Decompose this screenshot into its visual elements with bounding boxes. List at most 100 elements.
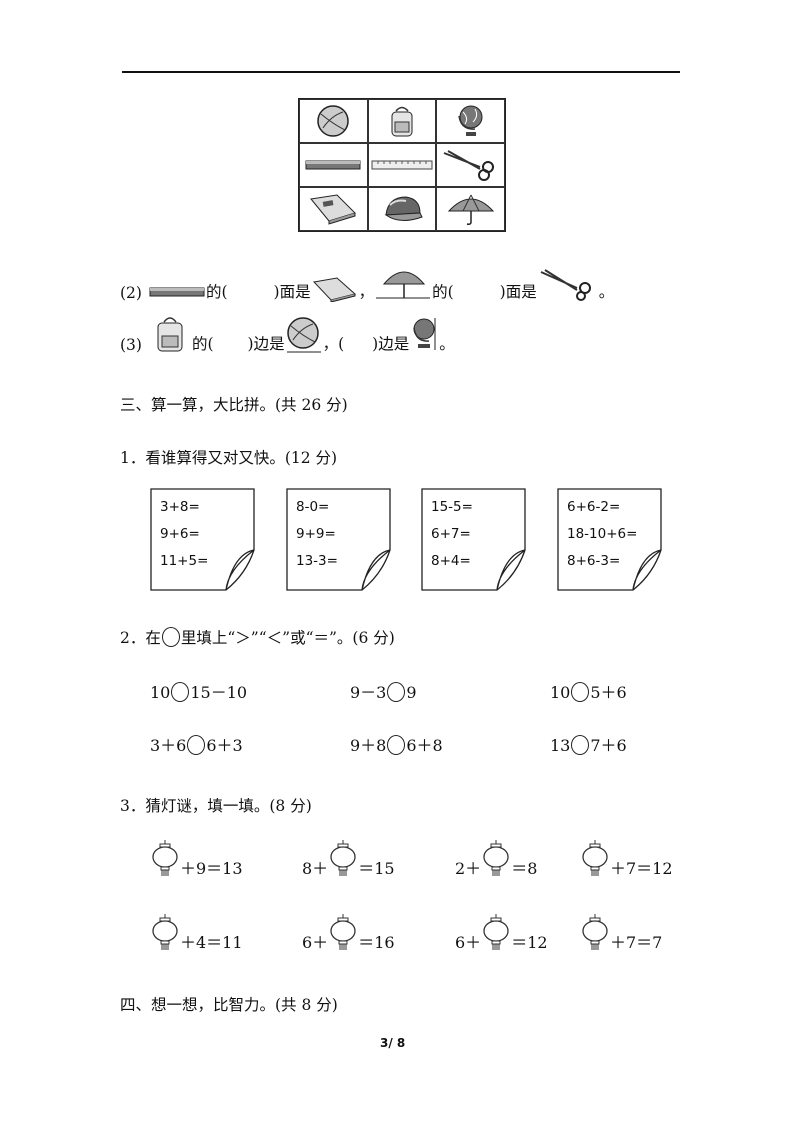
equation-suffix: ＝15 <box>358 859 395 878</box>
circle-icon <box>161 627 180 647</box>
equation-suffix: ＝8 <box>511 859 538 878</box>
lantern-equation: ＋4＝11 <box>150 914 243 953</box>
page-number: 3/ 8 <box>380 1036 406 1050</box>
scissors-icon <box>436 143 505 187</box>
lantern-icon[interactable] <box>328 914 358 952</box>
backpack-icon <box>157 317 183 352</box>
globe-icon <box>413 318 436 350</box>
left-operand: 10 <box>150 683 171 702</box>
text-de: 的( <box>432 283 454 301</box>
calc-expression: 13-3= <box>296 553 338 569</box>
answer-circle[interactable] <box>171 682 190 702</box>
lantern-icon[interactable] <box>481 914 511 952</box>
calc-expression: 11+5= <box>160 553 209 569</box>
right-operand: 15－10 <box>190 683 248 702</box>
equation-suffix: ＋4＝11 <box>180 933 243 952</box>
left-operand: 9＋8 <box>350 736 387 755</box>
left-operand: 13 <box>550 736 571 755</box>
text-mian: )面是 <box>499 283 537 301</box>
compare-expression: 10 5＋6 <box>550 679 627 703</box>
left-operand: 9－3 <box>350 683 387 702</box>
top-rule <box>122 71 680 73</box>
umbrella-icon <box>436 187 505 231</box>
calc-expression: 8-0= <box>296 499 330 515</box>
calc-card: 15-5=6+7=8+4= <box>421 488 526 591</box>
cap-icon <box>367 187 437 231</box>
text-comma: ， <box>358 283 375 301</box>
picture-grid <box>298 98 506 232</box>
answer-circle[interactable] <box>571 735 590 755</box>
lantern-icon[interactable] <box>580 914 610 952</box>
measuring-ruler-icon <box>367 143 437 187</box>
question-2-line: (2) 的( )面是 ， 的( )面是 。 <box>120 262 614 302</box>
text-mian: )面是 <box>273 283 311 301</box>
curled-note-icon <box>286 488 391 591</box>
ruler-icon <box>149 287 205 297</box>
calc-expression: 15-5= <box>431 499 473 515</box>
equation-prefix: 6＋ <box>455 933 482 952</box>
answer-circle[interactable] <box>387 735 406 755</box>
compare-expression: 9－3 9 <box>350 679 417 703</box>
calc-expression: 9+9= <box>296 526 336 542</box>
right-operand: 5＋6 <box>590 683 627 702</box>
answer-circle[interactable] <box>387 682 406 702</box>
text-bian: )边是 <box>372 335 410 353</box>
lantern-icon[interactable] <box>150 914 180 952</box>
scissors-icon <box>540 269 591 301</box>
calc-expression: 6+6-2= <box>567 499 621 515</box>
answer-circle[interactable] <box>187 735 206 755</box>
equation-prefix: 2＋ <box>455 859 482 878</box>
lantern-equation: 6＋ ＝12 <box>455 914 548 953</box>
equation-suffix: ＋7＝12 <box>610 859 673 878</box>
globe-icon <box>436 99 505 143</box>
lantern-equation: 6＋ ＝16 <box>302 914 395 953</box>
lantern-icon[interactable] <box>481 840 511 878</box>
question-3-line: (3) 的( )边是 ，( )边是 。 <box>120 312 455 354</box>
part-3-title: 3．猜灯谜，填一填。(8 分) <box>120 797 312 815</box>
right-operand: 9 <box>406 683 417 702</box>
lantern-icon[interactable] <box>580 840 610 878</box>
compare-expression: 3＋6 6＋3 <box>150 732 243 756</box>
equation-suffix: ＋7＝7 <box>610 933 663 952</box>
answer-circle[interactable] <box>571 682 590 702</box>
question-number: (3) <box>120 336 142 354</box>
calc-card: 3+8= 9+6= 11+5= <box>150 488 255 591</box>
left-operand: 10 <box>550 683 571 702</box>
part-2-title: 2．在里填上“＞”“＜”或“＝”。(6 分) <box>120 626 395 648</box>
equation-prefix: 6＋ <box>302 933 329 952</box>
lantern-equation: ＋7＝12 <box>580 840 673 879</box>
book-icon <box>312 277 356 302</box>
calc-expression: 9+6= <box>160 526 200 542</box>
ball-icon <box>286 317 321 353</box>
curled-note-icon <box>150 488 255 591</box>
text-de: 的( <box>205 283 228 301</box>
equation-prefix: 8＋ <box>302 859 329 878</box>
part-1-title: 1．看谁算得又对又快。(12 分) <box>120 449 338 467</box>
section-3-title: 三、算一算，大比拼。(共 26 分) <box>120 396 348 414</box>
equation-suffix: ＝12 <box>511 933 548 952</box>
calc-expression: 18-10+6= <box>567 526 638 542</box>
ruler-icon <box>299 143 368 187</box>
calc-card: 6+6-2= 18-10+6= 8+6-3= <box>557 488 662 591</box>
lantern-equation: 8＋ ＝15 <box>302 840 395 879</box>
text-comma-paren: ，( <box>322 335 345 353</box>
umbrella-icon <box>376 271 431 299</box>
book-icon <box>299 187 368 231</box>
text-period: 。 <box>439 335 455 353</box>
lantern-equation: 2＋ ＝8 <box>455 840 537 879</box>
lantern-icon[interactable] <box>150 840 180 878</box>
calc-expression: 6+7= <box>431 526 471 542</box>
calc-expression: 8+6-3= <box>567 553 621 569</box>
right-operand: 6＋3 <box>206 736 243 755</box>
lantern-equation: ＋9＝13 <box>150 840 243 879</box>
calc-expression: 3+8= <box>160 499 200 515</box>
curled-note-icon <box>557 488 662 591</box>
equation-suffix: ＝16 <box>358 933 395 952</box>
lantern-icon[interactable] <box>328 840 358 878</box>
left-operand: 3＋6 <box>150 736 187 755</box>
text-de: 的( <box>191 335 214 353</box>
section-4-title: 四、想一想，比智力。(共 8 分) <box>120 996 338 1014</box>
lantern-equation: ＋7＝7 <box>580 914 662 953</box>
text-bian: )边是 <box>247 335 285 353</box>
